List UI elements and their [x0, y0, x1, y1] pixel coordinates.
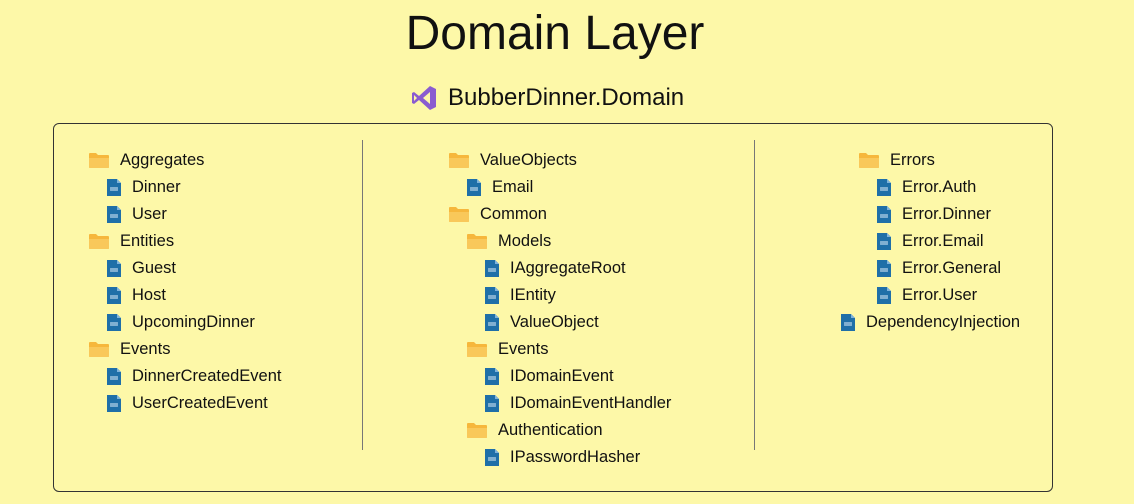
file-item[interactable]: ValueObject	[484, 309, 599, 336]
file-item[interactable]: IDomainEvent	[484, 363, 614, 390]
item-label: IPasswordHasher	[510, 448, 641, 466]
item-label: Error.General	[902, 259, 1002, 277]
file-item[interactable]: IAggregateRoot	[484, 255, 626, 282]
csharp-file-icon	[107, 206, 121, 223]
item-label: UpcomingDinner	[132, 313, 255, 331]
file-item[interactable]: DinnerCreatedEvent	[106, 363, 282, 390]
folder-item[interactable]: Models	[466, 228, 551, 255]
folder-icon	[467, 423, 487, 438]
csharp-file-icon	[877, 179, 891, 196]
csharp-file-icon	[877, 233, 891, 250]
project-header: BubberDinner.Domain	[410, 82, 684, 114]
csharp-file-icon	[107, 395, 121, 412]
file-item[interactable]: Error.User	[876, 282, 977, 309]
folder-icon	[449, 153, 469, 168]
csharp-file-icon	[485, 449, 499, 466]
file-item[interactable]: IDomainEventHandler	[484, 390, 671, 417]
item-label: ValueObject	[510, 313, 599, 331]
csharp-file-icon	[107, 287, 121, 304]
item-label: IEntity	[510, 286, 556, 304]
csharp-file-icon	[877, 206, 891, 223]
item-label: Dinner	[132, 178, 181, 196]
project-name: BubberDinner.Domain	[448, 84, 685, 111]
csharp-file-icon	[485, 287, 499, 304]
folder-item[interactable]: Errors	[858, 147, 935, 174]
visual-studio-icon	[410, 84, 438, 112]
item-label: Events	[120, 340, 171, 358]
item-label: Authentication	[498, 421, 603, 439]
item-label: Errors	[890, 151, 935, 169]
csharp-file-icon	[485, 395, 499, 412]
file-item[interactable]: UserCreatedEvent	[106, 390, 268, 417]
item-label: Guest	[132, 259, 177, 277]
item-label: Host	[132, 286, 166, 304]
folder-item[interactable]: Events	[88, 336, 170, 363]
item-label: Error.Email	[902, 232, 984, 250]
item-label: Aggregates	[120, 151, 205, 169]
column-divider	[362, 140, 363, 450]
item-label: IDomainEvent	[510, 367, 614, 385]
folder-item[interactable]: Common	[448, 201, 547, 228]
csharp-file-icon	[467, 179, 481, 196]
csharp-file-icon	[107, 314, 121, 331]
item-label: Models	[498, 232, 552, 250]
file-item[interactable]: Guest	[106, 255, 176, 282]
file-item[interactable]: User	[106, 201, 167, 228]
file-item[interactable]: Error.Auth	[876, 174, 976, 201]
item-label: Email	[492, 178, 534, 196]
csharp-file-icon	[485, 368, 499, 385]
folder-item[interactable]: Authentication	[466, 417, 603, 444]
column-divider	[754, 140, 755, 450]
item-label: DependencyInjection	[866, 313, 1021, 331]
file-item[interactable]: IEntity	[484, 282, 556, 309]
item-label: User	[132, 205, 167, 223]
page-title: Domain Layer	[405, 7, 705, 60]
file-item[interactable]: Dinner	[106, 174, 181, 201]
item-label: UserCreatedEvent	[132, 394, 268, 412]
folder-icon	[89, 342, 109, 357]
csharp-file-icon	[485, 260, 499, 277]
item-label: Common	[480, 205, 547, 223]
csharp-file-icon	[107, 368, 121, 385]
folder-icon	[449, 207, 469, 222]
csharp-file-icon	[877, 260, 891, 277]
item-label: DinnerCreatedEvent	[132, 367, 282, 385]
item-label: Entities	[120, 232, 175, 250]
csharp-file-icon	[107, 260, 121, 277]
csharp-file-icon	[841, 314, 855, 331]
item-label: Error.User	[902, 286, 978, 304]
file-item[interactable]: Email	[466, 174, 533, 201]
solution-panel	[53, 123, 1053, 492]
csharp-file-icon	[107, 179, 121, 196]
file-item[interactable]: IPasswordHasher	[484, 444, 640, 471]
item-label: ValueObjects	[480, 151, 577, 169]
file-item[interactable]: Error.Dinner	[876, 201, 991, 228]
item-label: Error.Dinner	[902, 205, 991, 223]
folder-icon	[89, 153, 109, 168]
folder-item[interactable]: Events	[466, 336, 548, 363]
file-item[interactable]: Error.General	[876, 255, 1001, 282]
folder-icon	[467, 342, 487, 357]
folder-item[interactable]: ValueObjects	[448, 147, 577, 174]
csharp-file-icon	[877, 287, 891, 304]
file-item[interactable]: DependencyInjection	[840, 309, 1020, 336]
item-label: IAggregateRoot	[510, 259, 626, 277]
folder-item[interactable]: Entities	[88, 228, 174, 255]
file-item[interactable]: Error.Email	[876, 228, 984, 255]
folder-icon	[89, 234, 109, 249]
item-label: IDomainEventHandler	[510, 394, 672, 412]
folder-icon	[859, 153, 879, 168]
file-item[interactable]: Host	[106, 282, 166, 309]
folder-item[interactable]: Aggregates	[88, 147, 204, 174]
file-item[interactable]: UpcomingDinner	[106, 309, 255, 336]
item-label: Error.Auth	[902, 178, 977, 196]
folder-icon	[467, 234, 487, 249]
item-label: Events	[498, 340, 549, 358]
csharp-file-icon	[485, 314, 499, 331]
